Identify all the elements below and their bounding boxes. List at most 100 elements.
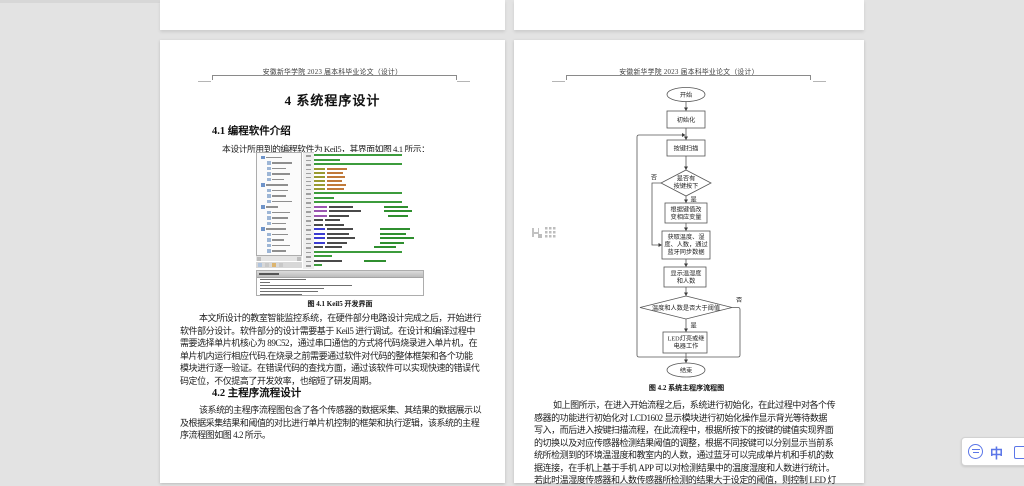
mock-tree-icon: [267, 210, 271, 214]
ime-keyboard-icon[interactable]: [1014, 446, 1024, 459]
text-boundary-mark: [457, 81, 470, 82]
mock-tree-item: [272, 195, 286, 197]
paragraph-line[interactable]: 本文所设计的教室智能监控系统，在硬件部分电路设计完成之后，开始进行: [199, 313, 482, 323]
handle-square: [538, 234, 542, 238]
mock-code-text: [314, 175, 325, 178]
svg-text:获取温度、湿: 获取温度、湿: [667, 233, 704, 241]
mock-code-text: [314, 154, 402, 156]
mock-code-text: [314, 210, 327, 212]
ime-mode-chinese[interactable]: 中: [990, 447, 1004, 462]
paragraph-line[interactable]: 写入，而后进入按键扫描流程，在此流程中，根据所按下的按键的键值实现界面: [534, 425, 834, 435]
svg-text:否: 否: [651, 175, 657, 182]
section-heading-4-1[interactable]: 4.1 编程软件介绍: [212, 126, 291, 137]
mock-line-number: [306, 220, 311, 222]
mock-tree-item: [272, 244, 290, 247]
paragraph-line[interactable]: 序流程图如图 4.2 所示。: [180, 430, 271, 440]
mock-line-number: [306, 256, 311, 258]
mock-code-text: [327, 175, 345, 178]
mock-tree-icon: [267, 238, 271, 242]
mock-code-text: [314, 255, 332, 257]
mock-tree-item: [266, 156, 282, 159]
mock-code-text: [388, 214, 408, 217]
ime-toolbar[interactable]: 中: [961, 437, 1024, 466]
mock-tree-item: [266, 228, 286, 230]
paragraph-line[interactable]: 码定位，不仅提高了开发效率，也缩短了研发周期。: [180, 375, 377, 386]
dot-grid-icon: [545, 227, 556, 238]
mock-tree-item: [272, 217, 288, 219]
paragraph-line[interactable]: 需要选择单片机核心为 89C52，通过串口通信的方式将代码烧录进入单片机，在: [180, 338, 478, 348]
mock-tree-icon: [267, 166, 271, 170]
mock-tree-item: [272, 211, 290, 214]
mock-code-text: [314, 179, 325, 182]
mock-code-text: [384, 205, 408, 208]
paragraph-line[interactable]: 的切换以及对应传感器检测结果阈值的调整，根据不同按键可以分别显示当前系: [534, 437, 834, 448]
ime-logo-icon[interactable]: [968, 443, 983, 459]
mock-code-text: [364, 259, 386, 262]
mock-tab-icon: [279, 263, 283, 267]
mock-output-line: [260, 284, 352, 287]
mock-tree-item: [272, 200, 292, 203]
paragraph-line[interactable]: 及根据采集结果和阈值的对比进行单片机控制的框架和执行逻辑，该系统的主程: [180, 417, 480, 428]
mock-code-text: [314, 250, 402, 253]
svg-text:是: 是: [691, 197, 697, 204]
mock-code-text: [314, 241, 325, 244]
paragraph-line[interactable]: 该系统的主程序流程图包含了各个传感器的数据采集、其结果的数据展示以: [199, 405, 482, 415]
mock-line-number: [306, 206, 311, 209]
mock-output-line: [260, 290, 318, 292]
svg-text:温度和人数是否大于阈值: 温度和人数是否大于阈值: [652, 304, 720, 312]
mock-line-number: [306, 164, 311, 166]
paragraph-line[interactable]: 单片机内运行相应代码.在烧录之前需要通过软件对代码的整体框架和各个功能: [180, 350, 473, 361]
header-rule-tick-right: [810, 75, 811, 80]
mock-output-line: [260, 293, 302, 295]
page-left[interactable]: 安徽新华学院 2023 届本科毕业论文（设计） 4 系统程序设计 4.1 编程软…: [160, 40, 505, 483]
paragraph-line[interactable]: 模块进行逐一验证。在错误代码的查找方面，通过该软件可以实现快速的错误代: [180, 363, 480, 373]
mock-tree-icon: [267, 199, 271, 203]
mock-tree-icon: [261, 183, 265, 187]
mock-code-text: [329, 210, 361, 212]
mock-code-text: [380, 241, 404, 244]
mock-scroll-arrow: [257, 257, 261, 261]
mock-code-text: [314, 205, 327, 208]
mock-tree-icon: [267, 216, 271, 220]
paragraph-line[interactable]: 若此时温湿度传感器和人数传感器所检测的结果大于设定的阈值，则控制 LED 灯: [534, 475, 836, 485]
mock-line-number: [306, 188, 311, 191]
mock-tree-item: [272, 178, 284, 181]
mock-tree-item: [272, 239, 284, 241]
figure-flowchart[interactable]: 开始 初始化 按键扫描 是否有 按键按下 根据键值改 变相应变量 获取温度、湿 …: [514, 40, 864, 483]
mock-tree-icon: [267, 243, 271, 247]
svg-text:电器工作: 电器工作: [674, 342, 699, 350]
mock-line-number: [306, 155, 311, 157]
figure-keil5-screenshot[interactable]: [256, 152, 424, 296]
paragraph-line[interactable]: 统所检测到的环境温湿度和教室内的人数，通过蓝牙可以完成单片机和手机的数: [534, 450, 834, 460]
mock-line-number: [306, 184, 311, 187]
mock-output-line: [260, 281, 270, 284]
svg-text:按键按下: 按键按下: [674, 182, 699, 190]
keil-panel-tabs: [256, 262, 302, 268]
mock-code-text: [314, 158, 340, 161]
mock-code-text: [314, 167, 325, 170]
paragraph-line[interactable]: 本设计所用到的编程软件为 Keil5，其界面如图 4.1 所示：: [222, 144, 430, 154]
previous-page-bottom-left[interactable]: [160, 0, 505, 30]
mock-line-number: [306, 176, 311, 179]
mock-code-text: [314, 259, 342, 262]
mock-tree-icon: [261, 205, 265, 209]
layout-grid-handle-icon[interactable]: [532, 226, 556, 242]
paragraph-line[interactable]: 软件部分设计。软件部分的设计需要基于 Keil5 进行调试。在设计和编译过程中: [180, 325, 475, 336]
section-heading-4-2[interactable]: 4.2 主程序流程设计: [212, 388, 302, 399]
svg-text:初始化: 初始化: [677, 116, 696, 124]
mock-tree-item: [266, 184, 288, 186]
page-right[interactable]: 安徽新华学院 2023 届本科毕业论文（设计）: [514, 40, 864, 485]
paragraph-line[interactable]: 据连接，在手机上基于手机 APP 可以对检测结果中的温度湿度和人数进行统计。: [534, 462, 835, 473]
chapter-title[interactable]: 4 系统程序设计: [284, 93, 381, 108]
keil-line-number-gutter: [303, 152, 314, 269]
page-header-text: 安徽新华学院 2023 届本科毕业论文（设计）: [619, 69, 759, 76]
figure-4-1-caption[interactable]: 图 4.1 Keil5 开发界面: [307, 300, 373, 308]
figure-4-2-caption[interactable]: 图 4.2 系统主程序流程图: [648, 384, 725, 392]
mock-code-text: [314, 237, 325, 239]
paragraph-line[interactable]: 如上图所示，在进入开始流程之后，系统进行初始化，在此过程中对各个传: [553, 400, 836, 410]
mock-line-number: [306, 238, 311, 240]
paragraph-line[interactable]: 感器的功能进行初始化对 LCD1602 显示模块进行初始化操作显示背光等待数据: [534, 412, 827, 423]
mock-output-line: [260, 279, 306, 281]
mock-code-text: [314, 183, 325, 186]
previous-page-bottom-right[interactable]: [514, 0, 864, 30]
